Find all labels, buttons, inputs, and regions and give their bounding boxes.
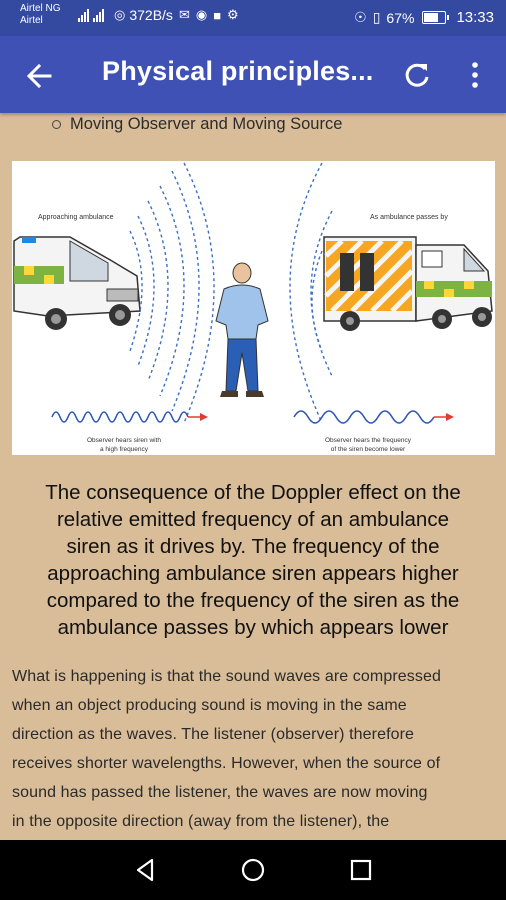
eye-icon: ☉ (354, 9, 367, 25)
status-right-icons: ☉ ▯ 67% 13:33 (354, 9, 494, 26)
passing-ambulance (323, 236, 493, 331)
compressed-waves (129, 162, 215, 424)
status-left-icons: ◎ 372B/s ✉ ◉ ■ ⚙ (78, 7, 239, 23)
mail-icon: ✉ (178, 7, 190, 22)
battery-percent: 67% (386, 9, 415, 26)
observer-figure (215, 262, 269, 397)
caption-line: siren as it drives by. The frequency of … (66, 535, 440, 558)
list-item-label: Moving Observer and Moving Source (70, 115, 343, 133)
body-line: in the opposite direction (away from the… (12, 813, 390, 830)
body-line: when an object producing sound is moving… (12, 697, 407, 714)
figure-caption: The consequence of the Doppler effect on… (14, 479, 492, 641)
body-line: receives shorter wavelengths. However, w… (12, 755, 441, 772)
list-item: Moving Observer and Moving Source (52, 115, 342, 134)
overflow-menu-button[interactable] (458, 58, 492, 92)
back-arrow-icon (26, 63, 52, 89)
right-figure-caption: of the siren become lower (331, 446, 406, 453)
wifi-icon: ◎ (114, 7, 126, 22)
carrier-name-2: Airtel (20, 15, 43, 26)
approaching-ambulance (13, 236, 141, 330)
left-figure-caption: Observer hears siren with (87, 437, 161, 444)
signal-icon (93, 8, 104, 22)
nav-back-button[interactable] (130, 855, 160, 885)
left-label: Approaching ambulance (38, 214, 114, 221)
notification-icon: ◉ (195, 7, 208, 22)
caption-line: ambulance passes by which appears lower (57, 616, 449, 639)
battery-icon (422, 11, 450, 24)
doppler-diagram: Approaching ambulance As ambulance passe… (13, 162, 493, 453)
settings-icon: ⚙ (227, 7, 239, 22)
clock: 13:33 (456, 9, 494, 26)
caption-line: compared to the frequency of the siren a… (46, 589, 460, 612)
right-figure-caption: Observer hears the frequency (325, 437, 412, 444)
carrier-name-1: Airtel NG (20, 3, 61, 14)
overflow-menu-icon (472, 62, 478, 88)
low-frequency-wave (293, 410, 454, 424)
body-line: direction as the waves. The listener (ob… (12, 726, 415, 743)
back-button[interactable] (22, 58, 58, 94)
left-figure-caption: a high frequency (100, 446, 149, 453)
app-bar: Physical principles... (0, 36, 506, 113)
nav-home-button[interactable] (238, 855, 268, 885)
doppler-illustration: Approaching ambulance As ambulance passe… (12, 161, 495, 455)
carrier-info: Airtel NG Airtel (20, 3, 61, 27)
message-icon: ■ (213, 7, 222, 23)
vibrate-icon: ▯ (372, 9, 381, 25)
caption-line: approaching ambulance siren appears high… (47, 562, 459, 585)
nav-recents-icon (350, 859, 372, 881)
net-speed: 372B/s (129, 7, 173, 23)
nav-back-icon (136, 858, 154, 882)
page-title: Physical principles... (102, 56, 374, 86)
high-frequency-wave (51, 411, 208, 423)
article-content[interactable]: Moving Observer and Moving Source Approa… (0, 113, 506, 840)
nav-recents-button[interactable] (346, 855, 376, 885)
nav-home-icon (241, 858, 265, 882)
system-nav-bar (0, 840, 506, 900)
stretched-waves (289, 162, 333, 424)
status-bar: Airtel NG Airtel ◎ 372B/s ✉ ◉ ■ ⚙ ☉ ▯ 67… (0, 0, 506, 36)
caption-line: relative emitted frequency of an ambulan… (56, 508, 449, 531)
right-label: As ambulance passes by (370, 214, 448, 221)
body-line: What is happening is that the sound wave… (12, 668, 441, 685)
body-paragraph: What is happening is that the sound wave… (12, 662, 498, 836)
bullet-icon (52, 120, 61, 129)
body-line: sound has passed the listener, the waves… (12, 784, 428, 801)
refresh-button[interactable] (400, 58, 434, 92)
caption-line: The consequence of the Doppler effect on… (45, 481, 461, 504)
signal-icon (78, 8, 89, 22)
refresh-icon (405, 63, 429, 87)
